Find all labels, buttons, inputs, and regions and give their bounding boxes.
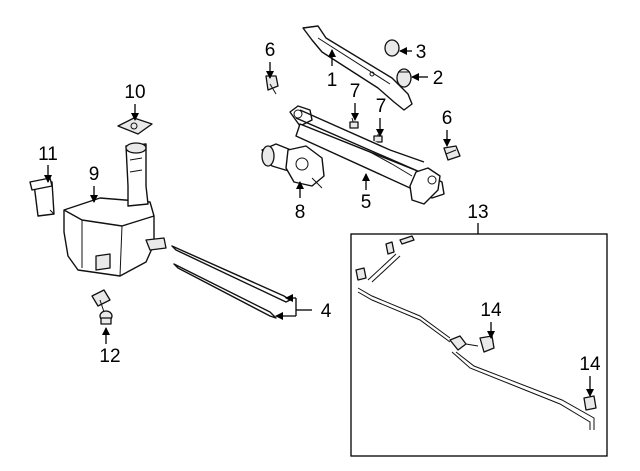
- nut-cap: [396, 68, 412, 88]
- wiper-link-rod: [302, 25, 413, 111]
- washer-pump: [29, 177, 55, 217]
- reservoir-bracket: [117, 117, 153, 135]
- screw-left: [349, 117, 359, 129]
- callout-9: 9: [89, 164, 100, 185]
- callout-2: 2: [433, 68, 444, 89]
- pivot-cap: [384, 39, 400, 57]
- bolt-right: [443, 145, 461, 161]
- callout-14-lower: 14: [579, 354, 601, 375]
- callout-13: 13: [467, 202, 488, 223]
- callout-8: 8: [295, 202, 306, 223]
- washer-hoses: [171, 245, 291, 319]
- wiper-linkage-frame: [289, 105, 445, 205]
- washer-reservoir: [63, 142, 167, 277]
- callout-6-upper: 6: [265, 40, 276, 61]
- callout-6-right: 6: [442, 108, 453, 129]
- callout-7-left: 7: [350, 81, 361, 102]
- callout-1: 1: [327, 70, 338, 91]
- callout-11: 11: [38, 144, 58, 165]
- callout-5: 5: [361, 192, 372, 213]
- hose-assembly-frame: [350, 233, 608, 457]
- wiper-motor: [261, 143, 325, 189]
- callout-10: 10: [124, 82, 145, 103]
- callout-4: 4: [321, 301, 332, 322]
- washer-hose-assembly: [355, 235, 597, 430]
- callout-labels: 1 2 3 4 5 6 6 7 7 8 9 10 11 12 13 14 14: [38, 40, 601, 375]
- washer-grommet: [91, 289, 113, 325]
- leader-lines: [44, 47, 594, 397]
- callout-7-right: 7: [376, 96, 387, 117]
- callout-3: 3: [416, 42, 427, 63]
- bolt-upper: [265, 75, 279, 95]
- callout-14-upper: 14: [480, 300, 502, 321]
- callout-12: 12: [99, 346, 120, 367]
